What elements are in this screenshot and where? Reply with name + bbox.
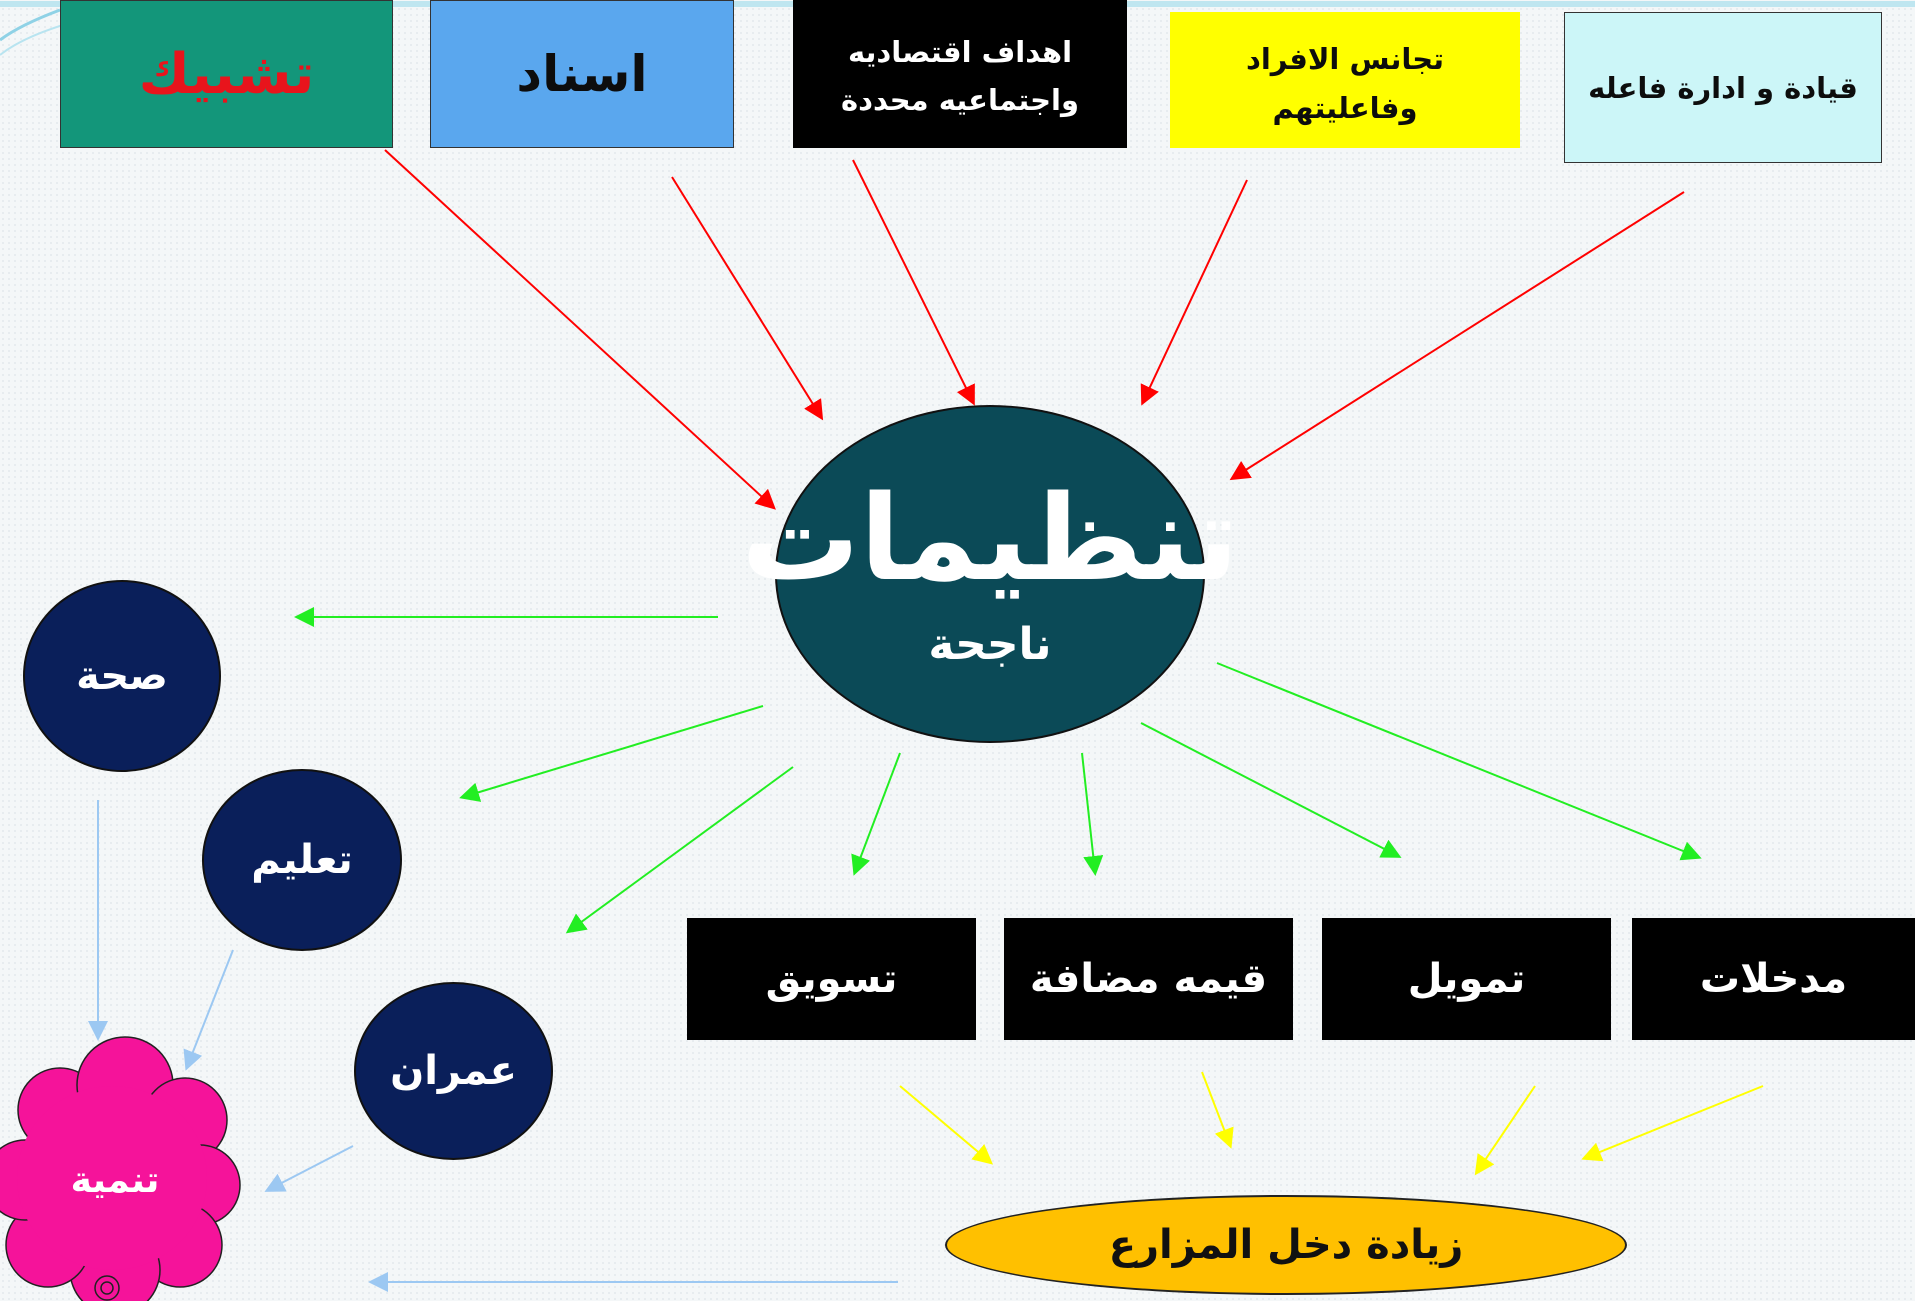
box-goals: اهداف اقتصاديه واجتماعيه محددة [793, 0, 1127, 148]
arrow-financing-to-income [1474, 1085, 1536, 1176]
arrow-homogeneity-to-center [1140, 179, 1248, 406]
box-goals-line1: اهداف اقتصاديه [847, 35, 1073, 70]
box-marketing-label: تسويق [765, 956, 898, 1002]
arrow-support-to-center [671, 176, 824, 421]
arrow-center-to-value-added [1081, 752, 1104, 876]
arrow-center-to-education [459, 705, 764, 802]
box-homogeneity-line1: تجانس الافراد [1245, 41, 1445, 76]
income-label: زيادة دخل المزارع [1108, 1222, 1464, 1268]
box-inputs: مدخلات [1632, 918, 1915, 1040]
box-inputs-label: مدخلات [1699, 956, 1848, 1002]
center-title: تنظيمات [741, 468, 1239, 607]
circle-urbanization: عمران [354, 982, 553, 1160]
box-homogeneity: تجانس الافراد وفاعليتهم [1170, 12, 1520, 148]
arrow-networking-to-center [384, 149, 776, 510]
box-support: اسناد [430, 0, 734, 148]
box-goals-line2: واجتماعيه محددة [841, 83, 1079, 117]
arrow-center-to-urbanization [565, 766, 794, 934]
circle-education-label: تعليم [251, 837, 353, 883]
circle-education: تعليم [202, 769, 402, 951]
box-marketing: تسويق [687, 918, 976, 1040]
circle-health-label: صحة [76, 653, 168, 699]
circle-health: صحة [23, 580, 221, 772]
box-networking: تشبيك [60, 0, 393, 148]
arrow-center-to-inputs [1216, 662, 1702, 861]
circle-urbanization-label: عمران [390, 1048, 517, 1094]
arrow-center-to-financing [1140, 722, 1402, 858]
box-value-added: قيمه مضافة [1004, 918, 1293, 1040]
box-support-label: اسناد [516, 45, 648, 103]
arrow-goals-to-center [852, 159, 975, 406]
arrow-center-to-marketing [851, 752, 901, 876]
box-financing: تمويل [1322, 918, 1611, 1040]
box-leadership: قيادة و ادارة فاعله [1564, 12, 1882, 163]
box-financing-label: تمويل [1407, 956, 1526, 1002]
income-ellipse: زيادة دخل المزارع [945, 1195, 1627, 1295]
development-label: تنمية [70, 1159, 160, 1201]
center-subtitle: ناجحة [928, 618, 1052, 670]
box-networking-label: تشبيك [138, 41, 315, 107]
arrow-inputs-to-income [1581, 1085, 1764, 1162]
arrow-value-added-to-income [1201, 1071, 1234, 1149]
arrow-leadership-to-center [1229, 191, 1685, 481]
arrow-education-to-development [183, 949, 234, 1071]
box-value-added-label: قيمه مضافة [1029, 956, 1268, 1002]
box-homogeneity-line2: وفاعليتهم [1272, 91, 1418, 125]
development-label-wrap: تنمية [40, 1150, 190, 1210]
arrow-marketing-to-income [899, 1085, 994, 1165]
center-ellipse: تنظيمات ناجحة [741, 405, 1239, 743]
arrow-urbanization-to-development [264, 1145, 354, 1192]
box-leadership-label: قيادة و ادارة فاعله [1588, 70, 1858, 105]
